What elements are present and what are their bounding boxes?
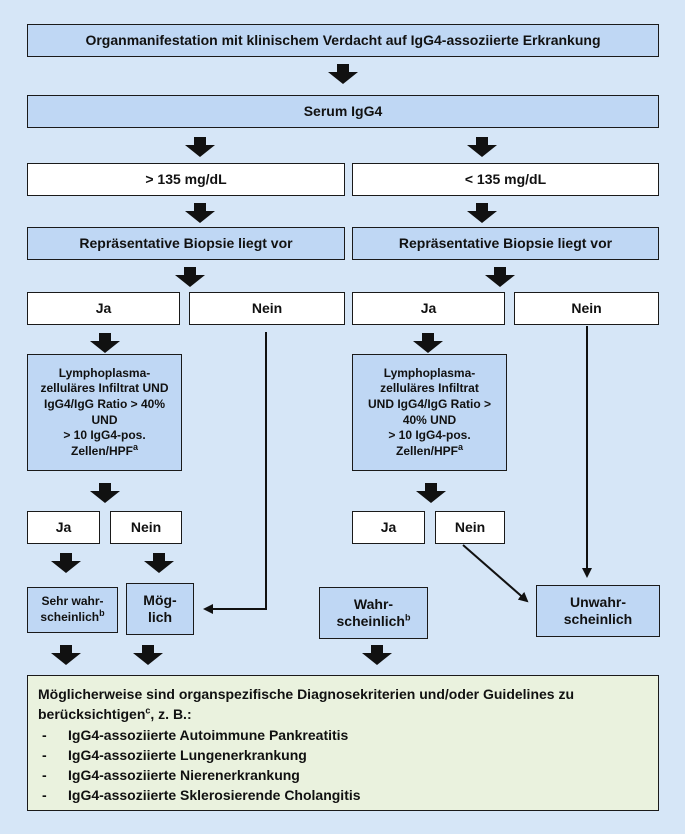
down-arrow-icon [175,267,205,287]
final-list-item: IgG4-assoziierte Lungenerkrankung [38,745,648,766]
infiltrate-line: UND [91,412,118,427]
very-likely-line-last: scheinlichb [40,608,105,625]
footnote-b: b [99,608,105,618]
serum-igg4-box: Serum IgG4 [27,95,659,128]
right-biopsy-text: Repräsentative Biopsie liegt vor [398,234,613,251]
down-arrow-icon [362,645,392,665]
footnote-a: a [133,441,139,452]
down-arrow-icon [467,203,497,223]
likely-line: Wahr- [353,595,394,612]
down-arrow-icon [185,203,215,223]
right-biopsy-no-text: Nein [571,299,602,316]
final-list-item: IgG4-assoziierte Autoimmune Pankreatitis [38,725,648,746]
right-threshold-box: < 135 mg/dL [352,163,659,196]
right-biopsy-yes-box: Ja [352,292,505,325]
possible-box: Mög- lich [126,583,194,635]
footnote-c: c [145,705,151,716]
very-likely-box: Sehr wahr- scheinlichb [27,587,118,633]
down-arrow-icon [416,483,446,503]
down-arrow-icon [485,267,515,287]
right-biopsy-no-box: Nein [514,292,659,325]
left-infiltrate-no-box: Nein [110,511,182,544]
final-list: IgG4-assoziierte Autoimmune Pankreatitis… [38,725,648,806]
unlikely-line: scheinlich [563,611,633,627]
down-arrow-icon [51,645,81,665]
down-arrow-icon [144,553,174,573]
infiltrate-line: 40% UND [402,412,457,427]
infiltrate-line: IgG4/IgG Ratio > 40% [43,396,166,411]
left-biopsy-no-text: Nein [251,299,283,316]
right-infiltrate-yes-text: Ja [380,518,397,535]
left-biopsy-yes-text: Ja [95,299,112,316]
down-arrow-icon [90,333,120,353]
title-text: Organmanifestation mit klinischem Verdac… [85,31,601,48]
down-arrow-icon [185,137,215,157]
infiltrate-line-last: Zellen/HPFa [395,441,464,458]
footnote-a: a [458,441,464,452]
down-arrow-icon [328,64,358,84]
down-arrow-icon [467,137,497,157]
nein-to-moeglich-arrow [203,332,267,614]
right-biopsy-yes-text: Ja [420,299,437,316]
infiltrate-line: zelluläres Infiltrat [380,381,479,396]
right-infiltrate-no-text: Nein [454,518,486,535]
down-arrow-icon [133,645,163,665]
left-infiltrate-no-text: Nein [130,518,162,535]
down-arrow-icon [413,333,443,353]
footnote-b: b [404,612,411,623]
possible-line: Mög- [143,591,177,608]
likely-box: Wahr- scheinlichb [319,587,428,639]
final-intro: Möglicherweise sind organspezifische Dia… [38,686,575,723]
likely-line-last: scheinlichb [336,612,411,629]
left-infiltrate-yes-box: Ja [27,511,100,544]
unlikely-line: Unwahr- [570,593,626,610]
left-infiltrate-box: Lymphoplasma- zelluläres Infiltrat UND I… [27,354,182,471]
right-infiltrate-box: Lymphoplasma- zelluläres Infiltrat UND I… [352,354,507,471]
infiltrate-line: Lymphoplasma- [383,365,476,380]
infiltrate-line: > 10 IgG4-pos. [63,428,146,443]
serum-igg4-text: Serum IgG4 [303,102,383,119]
right-threshold-text: < 135 mg/dL [464,170,547,187]
infiltrate-line: UND IgG4/IgG Ratio > [367,396,491,411]
title-box: Organmanifestation mit klinischem Verdac… [27,24,659,57]
down-arrow-icon [90,483,120,503]
down-arrow-icon [51,553,81,573]
very-likely-line: Sehr wahr- [41,594,104,609]
left-threshold-text: > 135 mg/dL [145,170,227,187]
left-biopsy-no-box: Nein [189,292,345,325]
left-infiltrate-yes-text: Ja [55,518,72,535]
inf-nein-to-unwahrscheinlich-arrow [462,544,529,603]
final-list-item: IgG4-assoziierte Sklerosierende Cholangi… [38,785,648,806]
infiltrate-line: > 10 IgG4-pos. [388,428,471,443]
infiltrate-line: Lymphoplasma- [58,365,151,380]
infiltrate-line-last: Zellen/HPFa [70,441,139,458]
left-threshold-box: > 135 mg/dL [27,163,345,196]
possible-line: lich [147,609,173,625]
final-recommendation-box: Möglicherweise sind organspezifische Dia… [27,675,659,811]
unlikely-box: Unwahr- scheinlich [536,585,660,637]
final-list-item: IgG4-assoziierte Nierenerkrankung [38,765,648,786]
infiltrate-line: zelluläres Infiltrat UND [40,381,169,396]
right-infiltrate-no-box: Nein [435,511,505,544]
left-biopsy-yes-box: Ja [27,292,180,325]
right-biopsy-box: Repräsentative Biopsie liegt vor [352,227,659,260]
left-biopsy-box: Repräsentative Biopsie liegt vor [27,227,345,260]
left-biopsy-text: Repräsentative Biopsie liegt vor [79,234,293,251]
right-infiltrate-yes-box: Ja [352,511,425,544]
